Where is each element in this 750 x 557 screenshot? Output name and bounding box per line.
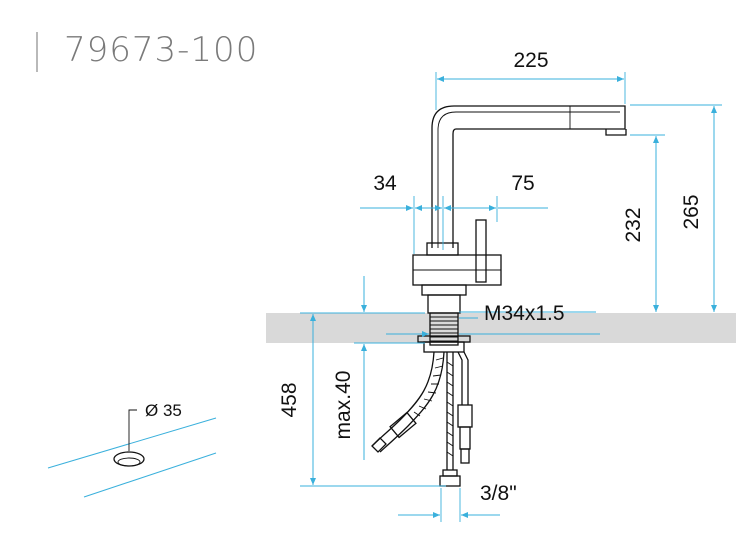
faucet-body	[412, 105, 627, 314]
threaded-shank	[417, 312, 471, 353]
dim-hose-length: 458	[278, 382, 301, 417]
countertop-hole-detail: Ø 35	[47, 401, 217, 498]
flex-hoses	[371, 351, 473, 487]
dim-thread: M34x1.5	[484, 302, 565, 325]
dim-spout-reach: 225	[513, 49, 548, 72]
dim-max-countertop: max.40	[332, 371, 355, 440]
title-divider	[36, 32, 38, 72]
dim-total-height: 265	[680, 194, 703, 229]
dim-spout-height: 232	[622, 207, 645, 242]
countertop	[266, 313, 736, 343]
model-number: 79673-100	[64, 30, 259, 70]
dim-axis-to-handle: 75	[511, 172, 534, 195]
dim-body-to-axis: 34	[373, 172, 397, 195]
dim-connection: 3/8"	[480, 482, 517, 505]
dim-hole-diameter: Ø 35	[145, 401, 182, 420]
